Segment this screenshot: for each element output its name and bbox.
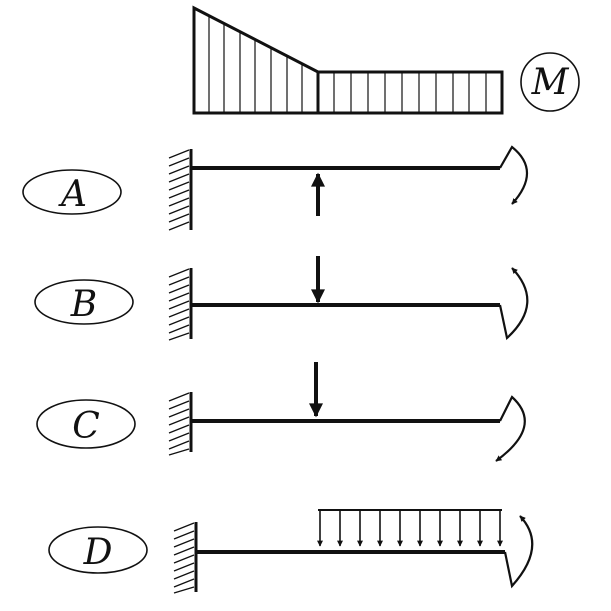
option-b[interactable]: B	[34, 256, 529, 341]
option-b-label: B	[70, 284, 97, 325]
distributed-load-d	[317, 509, 503, 547]
option-a-label: A	[58, 174, 87, 215]
option-d[interactable]: D	[48, 509, 534, 594]
moment-arrow-a	[499, 145, 528, 205]
option-d-label: D	[83, 532, 113, 573]
moment-arrow-b	[498, 267, 529, 341]
moment-label-text: M	[531, 62, 570, 103]
option-c[interactable]: C	[36, 362, 526, 462]
fixed-support-a	[168, 149, 193, 231]
option-a-oval	[22, 169, 122, 215]
moment-arrow-c	[495, 395, 526, 462]
moment-diagram	[192, 5, 504, 115]
option-c-label: C	[72, 406, 100, 447]
fixed-support-c	[168, 392, 193, 456]
moment-arrow-d	[503, 515, 534, 589]
option-b-oval	[34, 279, 134, 325]
fixed-support-b	[168, 268, 193, 341]
option-d-oval	[48, 526, 148, 574]
option-a[interactable]: A	[22, 145, 528, 231]
fixed-support-d	[173, 522, 198, 594]
moment-label: M	[520, 52, 580, 112]
option-c-oval	[36, 399, 136, 449]
